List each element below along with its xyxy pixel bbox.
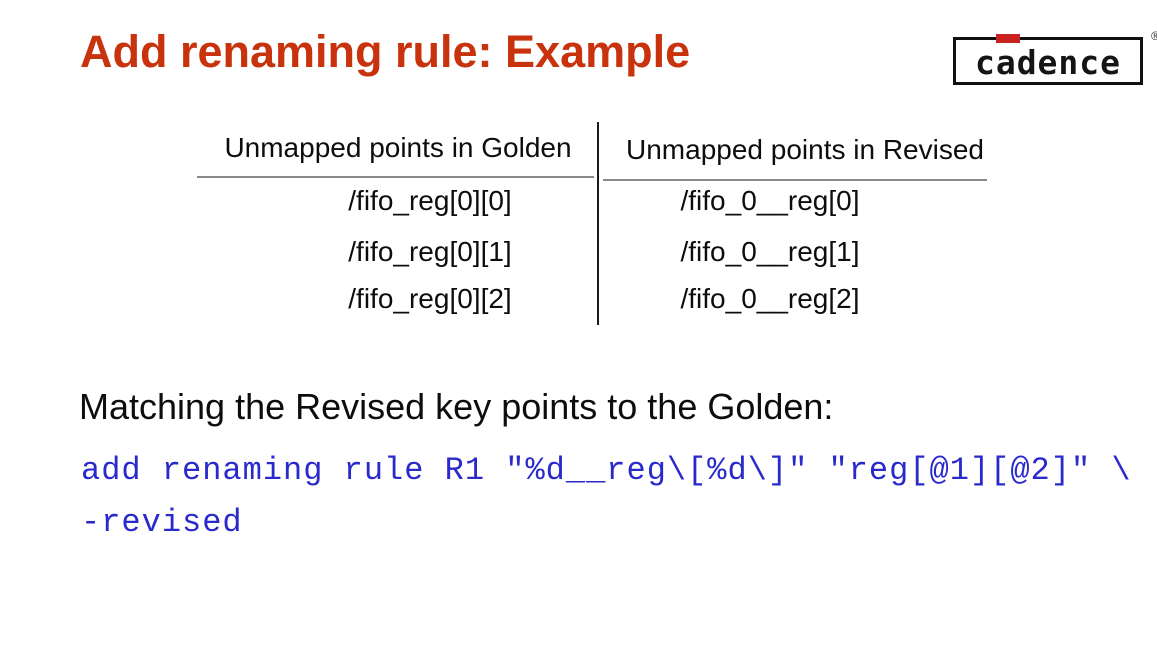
cadence-logo: cadence ® (953, 29, 1157, 85)
table-cell-revised-0: /fifo_0__reg[0] (680, 185, 860, 216)
table-cell-golden-0: /fifo_reg[0][0] (348, 185, 512, 216)
matching-heading: Matching the Revised key points to the G… (79, 386, 834, 427)
page-title: Add renaming rule: Example (80, 26, 691, 77)
table-cell-revised-2: /fifo_0__reg[2] (680, 283, 860, 314)
table-header-golden: Unmapped points in Golden (224, 132, 572, 163)
table-header-rule-left (197, 176, 594, 178)
cadence-logo-accent-bar (996, 34, 1020, 43)
cadence-logo-text: cadence (974, 42, 1122, 82)
code-line-revised-flag: -revised (81, 504, 243, 541)
table-cell-revised-1: /fifo_0__reg[1] (680, 236, 860, 267)
table-header-rule-right (603, 179, 987, 181)
table-header-revised: Unmapped points in Revised (626, 134, 984, 165)
table-column-divider (597, 122, 599, 325)
table-cell-golden-2: /fifo_reg[0][2] (348, 283, 512, 314)
table-cell-golden-1: /fifo_reg[0][1] (348, 236, 512, 267)
cadence-logo-box: cadence (953, 34, 1143, 85)
code-line-add-renaming-rule: add renaming rule R1 "%d__reg\[%d\]" "re… (81, 452, 1132, 489)
registered-trademark-icon: ® (1151, 29, 1157, 43)
